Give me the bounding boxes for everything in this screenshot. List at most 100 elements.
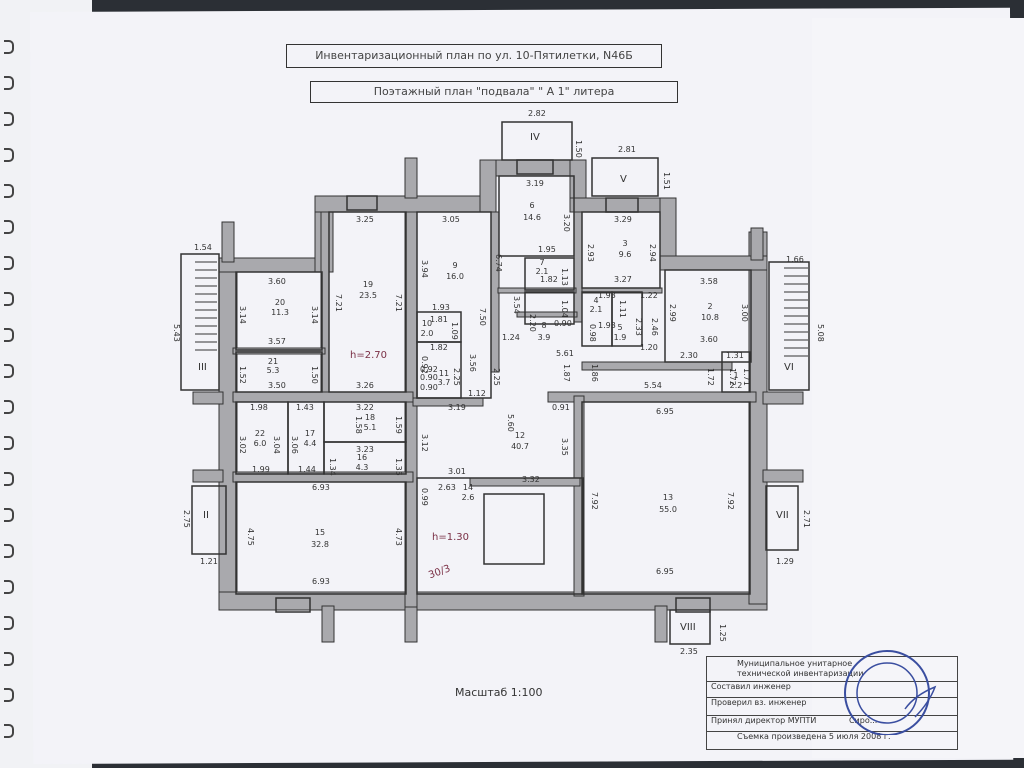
- room-20-num: 20: [275, 298, 285, 307]
- room-17-num: 17: [305, 429, 315, 438]
- room-18-num: 18: [365, 413, 375, 422]
- room-9-num: 9: [452, 261, 457, 270]
- room-8-area: 3.9: [538, 333, 551, 342]
- room-9-area: 16.0: [446, 272, 464, 281]
- plan-title: Инвентаризационный план по ул. 10-Пятиле…: [286, 44, 662, 68]
- room-15-area: 32.8: [311, 540, 329, 549]
- height-label-2: h=1.30: [432, 532, 469, 543]
- dimension-label: 2.30: [680, 351, 698, 360]
- room-17-area: 4.4: [304, 439, 317, 448]
- room-19-area: 23.5: [359, 291, 377, 300]
- dimension-label: 1.43: [296, 403, 314, 412]
- room-3-num: 3: [622, 239, 627, 248]
- dimension-label: 1.11: [618, 300, 627, 318]
- dimension-label: 5.61: [556, 349, 574, 358]
- dimension-label: 1.59: [394, 416, 403, 434]
- dimension-label: 0.90: [420, 383, 438, 392]
- room-21-num: 21: [268, 357, 278, 366]
- dimension-label: 7.21: [394, 294, 403, 312]
- dimension-label: 2.33: [634, 318, 643, 336]
- dimension-label: 1.72: [728, 368, 737, 386]
- dimension-label: 3.94: [420, 260, 429, 278]
- annex-VIII: VIII: [680, 622, 696, 633]
- dimension-label: 5.43: [172, 324, 181, 342]
- annex-III: III: [198, 362, 207, 373]
- dimension-label: 1.24: [502, 333, 520, 342]
- dimension-label: 1.71: [742, 368, 751, 386]
- dimension-label: 1.20: [640, 343, 658, 352]
- room-4-num: 4: [593, 296, 598, 305]
- annex-V: V: [620, 174, 627, 185]
- org-line1: Муниципальное унитарное: [737, 659, 853, 668]
- official-stamp: [844, 650, 937, 735]
- room-15-num: 15: [315, 528, 325, 537]
- dimension-label: 1.87: [562, 364, 571, 382]
- annex-VII: VII: [776, 510, 789, 521]
- dimension-label: 1.58: [354, 416, 363, 434]
- dimension-label: 1.66: [786, 255, 804, 264]
- room-22-num: 22: [255, 429, 265, 438]
- dimension-label: 2.94: [648, 244, 657, 262]
- title-block: Муниципальное унитарное технической инве…: [706, 650, 958, 750]
- dimension-label: 3.19: [448, 403, 466, 412]
- dimension-label: 3.29: [614, 215, 632, 224]
- survey-row: Съемка произведена 5 июля 2008 г.: [707, 731, 957, 746]
- room-2-area: 10.8: [701, 313, 719, 322]
- next-page-edge: [812, 18, 1024, 758]
- dimension-label: 2.46: [650, 318, 659, 336]
- dimension-label: 1.99: [252, 465, 270, 474]
- dimension-label: 2.25: [452, 368, 461, 386]
- dimension-label: 3.14: [310, 306, 319, 324]
- room-3-area: 9.6: [619, 250, 632, 259]
- dimension-label: 2.82: [528, 109, 546, 118]
- dimension-label: 5.60: [506, 414, 515, 432]
- room-21-area: 5.3: [267, 366, 280, 375]
- dimension-label: 3.04: [272, 436, 281, 454]
- dimension-label: 5.54: [644, 381, 662, 390]
- dimension-label: 1.98: [250, 403, 268, 412]
- dimension-label: 7.21: [334, 294, 343, 312]
- dimension-label: 1.22: [640, 291, 658, 300]
- dimension-label: 3.25: [356, 215, 374, 224]
- dimension-label: 1.72: [706, 368, 715, 386]
- dimension-label: 7.92: [590, 492, 599, 510]
- room-14-area: 2.6: [462, 493, 475, 502]
- dimension-label: 0.99: [420, 488, 429, 506]
- dimension-label: 3.02: [238, 436, 247, 454]
- dimension-label: 3.27: [614, 275, 632, 284]
- dimension-label: 3.56: [468, 354, 477, 372]
- room-7-area: 2.1: [536, 267, 549, 276]
- dimension-label: 2.20: [528, 314, 537, 332]
- dimension-label: 1.95: [538, 245, 556, 254]
- dimension-label: 6.95: [656, 407, 674, 416]
- dimension-label: 1.93: [598, 321, 616, 330]
- dimension-label: 3.14: [238, 306, 247, 324]
- dimension-label: 6.93: [312, 483, 330, 492]
- annex-II: II: [203, 510, 209, 521]
- room-8-num: 8: [541, 321, 546, 330]
- dimension-label: 5.08: [816, 324, 825, 342]
- dimension-label: 3.12: [420, 434, 429, 452]
- dimension-label: 0.90: [554, 319, 572, 328]
- room-4-area: 2.1: [590, 305, 603, 314]
- dimension-label: 3.01: [448, 467, 466, 476]
- dimension-label: 1.52: [238, 366, 247, 384]
- room-11-num: 11: [439, 369, 449, 378]
- room-20-area: 11.3: [271, 308, 289, 317]
- scale-label: Масштаб 1:100: [455, 686, 543, 699]
- accepted-row: Принял директор МУПТИ Сиро...: [707, 715, 957, 730]
- room-14-num: 14: [463, 483, 473, 492]
- dimension-label: 0.98: [588, 324, 597, 342]
- dimension-label: 1.93: [598, 291, 616, 300]
- dimension-label: 1.81: [430, 315, 448, 324]
- dimension-label: 7.50: [478, 308, 487, 326]
- dimension-label: 3.32: [522, 475, 540, 484]
- handwritten-note: 30/3: [427, 563, 452, 581]
- dimension-label: 1.13: [560, 268, 569, 286]
- dimension-label: 1.25: [718, 624, 727, 642]
- dimension-label: 1.51: [662, 172, 671, 190]
- annex-VI: VI: [784, 362, 794, 373]
- dimension-label: 3.35: [560, 438, 569, 456]
- dimension-label: 1.82: [540, 275, 558, 284]
